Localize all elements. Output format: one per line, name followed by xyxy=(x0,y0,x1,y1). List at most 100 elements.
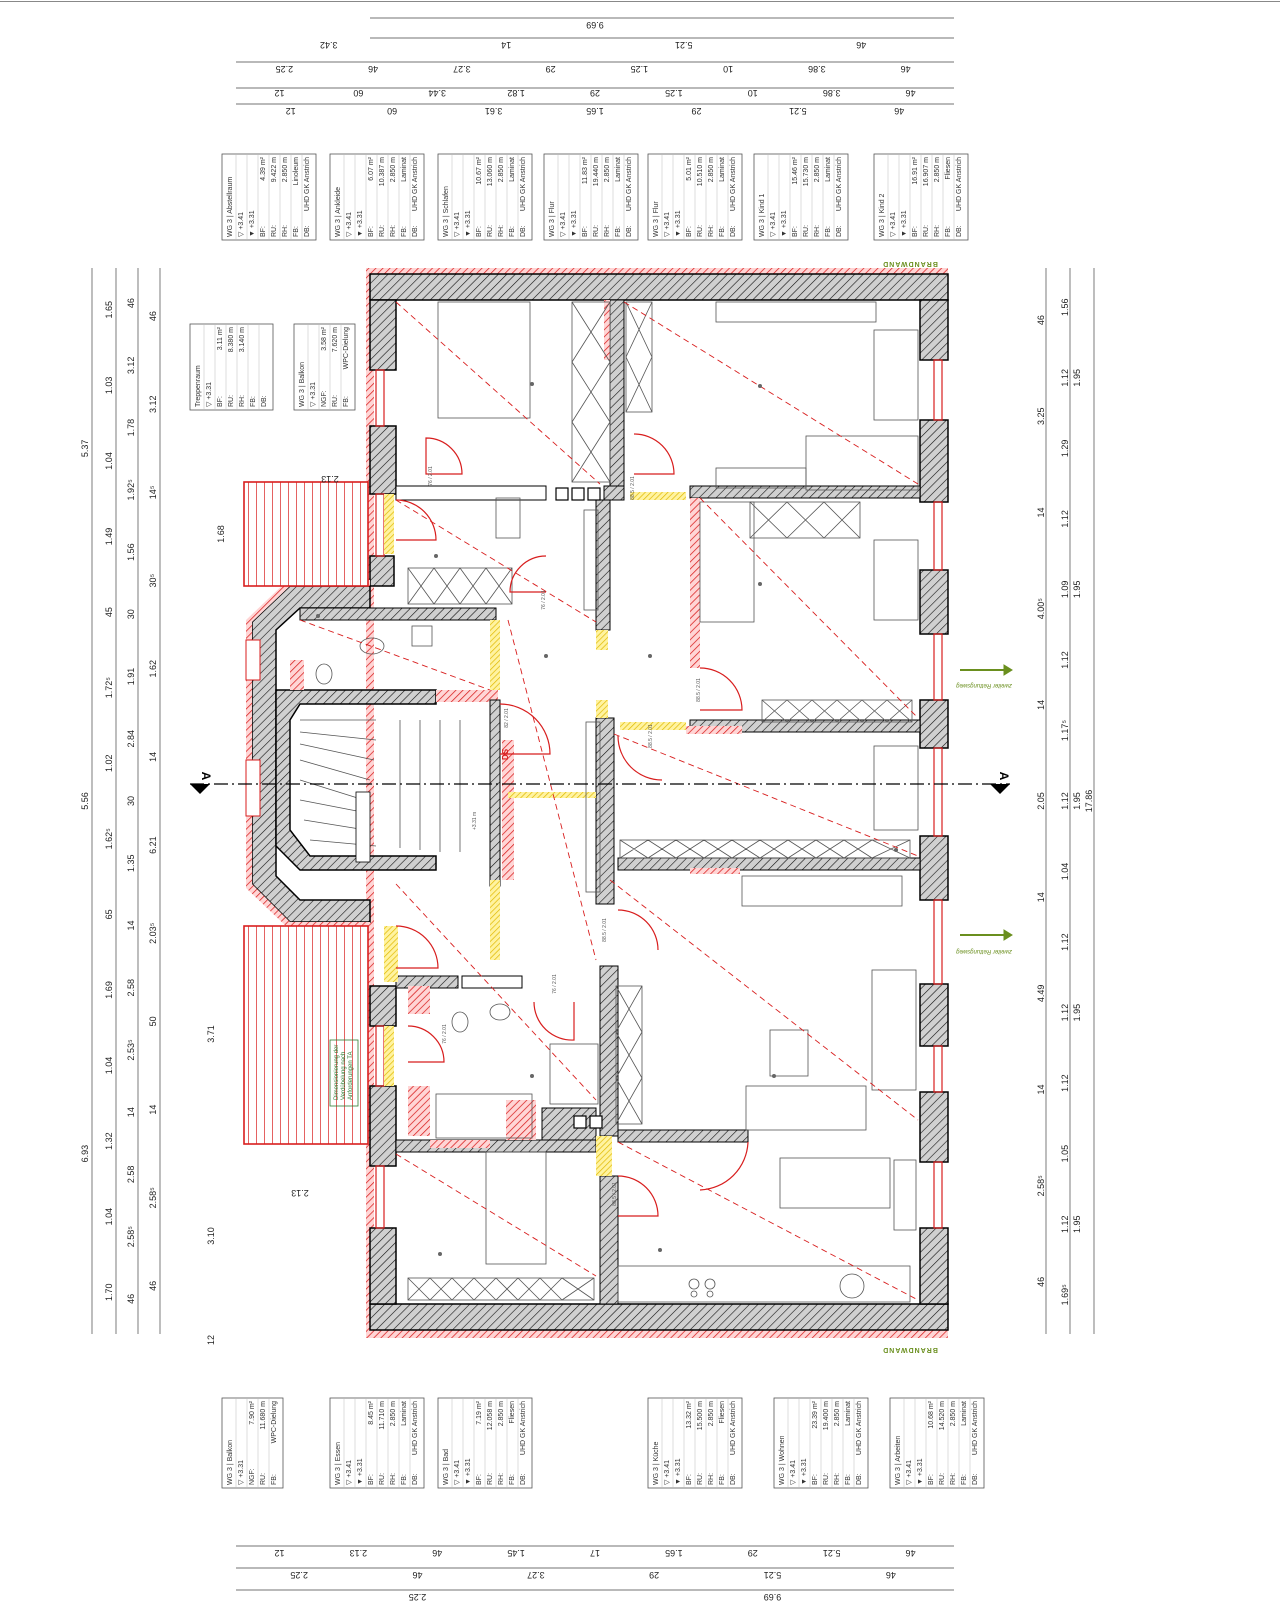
room-stamp-value: Laminat xyxy=(825,157,832,182)
room-stamp-field: FB: xyxy=(719,226,726,237)
door-size-label: 76 / 2.01 xyxy=(442,1024,448,1044)
dim-top-label: 3.61 xyxy=(485,106,503,116)
dim-left-label: 5.37 xyxy=(80,440,90,458)
dim-left-label: 1.72⁵ xyxy=(104,677,114,699)
door-size-label: 88.5 / 2.01 xyxy=(612,1182,618,1206)
room-stamp-name: WG 3 | Abstellraum xyxy=(227,177,234,237)
room-stamp-field: ▼ +3.31 xyxy=(357,1458,364,1485)
room-stamp-field: BF: xyxy=(217,396,224,407)
room-stamp-value: 9.422 m xyxy=(271,157,278,182)
room-stamp-value: Fliesen xyxy=(509,1401,516,1424)
dim-left-label: 1.78 xyxy=(126,419,136,437)
dim-right-label: 3.25 xyxy=(1036,408,1046,426)
dim-top-label: 1.25 xyxy=(631,64,649,74)
dim-bottom-label: 46 xyxy=(886,1570,896,1580)
dim-left-label: 65 xyxy=(104,909,114,919)
room-stamp-field: DB: xyxy=(730,225,737,237)
dim-top-label: 46 xyxy=(906,88,916,98)
door-size-label: 88.5 / 2.01 xyxy=(602,918,608,942)
dim-right-label: 4.00⁵ xyxy=(1036,598,1046,620)
room-stamp-value: Laminat xyxy=(845,1401,852,1426)
dim-left-label: 2.84 xyxy=(126,730,136,748)
dim-left-label: 2.58⁵ xyxy=(148,1187,158,1209)
dim-left-label: 1.62 xyxy=(148,660,158,678)
dim-right-label: 14 xyxy=(1036,507,1046,517)
dim-top-label: 9.69 xyxy=(586,20,604,30)
door-size-label: 76 / 2.01 xyxy=(552,974,558,994)
dim-left-label: 1.70 xyxy=(104,1283,114,1301)
room-stamp-field: DB: xyxy=(836,225,843,237)
dim-bottom-label: 29 xyxy=(748,1548,758,1558)
room-stamp-value: 13.060 m xyxy=(487,157,494,186)
room-stamp-field: ▼ +3.31 xyxy=(249,210,256,237)
room-stamp-field: ▼ +3.31 xyxy=(465,210,472,237)
room-stamp-field: ▽ +3.31 xyxy=(238,1460,245,1485)
room-stamp-field: RU: xyxy=(803,225,810,237)
dim-top-label: 29 xyxy=(590,88,600,98)
room-stamp-field: RH: xyxy=(950,1473,957,1485)
room-stamp-field: BF: xyxy=(912,226,919,237)
room-stamp-field: FB: xyxy=(719,1474,726,1485)
dim-bottom-label: 46 xyxy=(432,1548,442,1558)
room-stamp-field: DB: xyxy=(520,1473,527,1485)
dim-right-label: 14 xyxy=(1036,700,1046,710)
room-stamp-name: WG 3 | Kind 2 xyxy=(879,193,886,237)
room-stamp-value: 16.907 m xyxy=(923,157,930,186)
room-stamp-value: UHD GK Anstrich xyxy=(520,157,527,211)
room-stamp-field: DB: xyxy=(626,225,633,237)
room-stamp-value: UHD GK Anstrich xyxy=(972,1401,979,1455)
room-center-dots xyxy=(316,382,898,1256)
room-stamp-field: ▽ +3.41 xyxy=(890,212,897,237)
room-stamp-field: RU: xyxy=(228,395,235,407)
room-stamp-field: RU: xyxy=(379,225,386,237)
dim-top-label: 5.21 xyxy=(675,40,693,50)
room-stamp-field: RH: xyxy=(498,225,505,237)
dim-top-label: 3.27 xyxy=(453,64,471,74)
dim-left-label: 46 xyxy=(148,311,158,321)
room-stamp-field: RH: xyxy=(814,225,821,237)
room-stamp-field: BF: xyxy=(476,226,483,237)
room-stamp-value: 19.400 m xyxy=(823,1401,830,1430)
room-stamp-field: BF: xyxy=(582,226,589,237)
room-stamp-field: DB: xyxy=(412,1473,419,1485)
room-stamp-field: ▼ +3.31 xyxy=(675,210,682,237)
room-stamp-value: UHD GK Anstrich xyxy=(626,157,633,211)
room-stamp-field: RH: xyxy=(239,395,246,407)
dim-bottom-label: 5.21 xyxy=(823,1548,841,1558)
room-stamp-field: RU: xyxy=(487,1473,494,1485)
dim-bottom-label: 1.65 xyxy=(665,1548,683,1558)
room-stamp-field: RH: xyxy=(834,1473,841,1485)
dim-bottom-label: 5.21 xyxy=(764,1570,782,1580)
room-stamp-field: FB: xyxy=(271,1474,278,1485)
dims-left: 5.375.566.931.651.031.041.49451.72⁵1.021… xyxy=(80,298,158,1304)
room-stamp-field: RH: xyxy=(390,225,397,237)
dim-top-label: 46 xyxy=(368,64,378,74)
room-stamp-value: 7.19 m² xyxy=(476,1400,483,1424)
dim-bottom-label: 2.13 xyxy=(350,1548,368,1558)
dim-right-label: 1.95 xyxy=(1072,581,1082,599)
dim-top-label: 1.25 xyxy=(665,88,683,98)
room-stamp-field: DB: xyxy=(412,225,419,237)
door-size-label: 88.5 / 2.01 xyxy=(630,476,636,500)
room-stamp-field: FB: xyxy=(293,226,300,237)
room-stamp-field: RU: xyxy=(697,1473,704,1485)
dim-right-label: 4.49 xyxy=(1036,985,1046,1003)
room-stamp-value: Linoleum xyxy=(293,157,300,186)
room-stamp-field: ▼ +3.31 xyxy=(781,210,788,237)
section-label-left: A xyxy=(199,772,213,781)
room-stamp-field: FB: xyxy=(401,1474,408,1485)
door-size-label: 76 / 2.01 xyxy=(541,590,547,610)
room-stamp-value: 23.39 m² xyxy=(812,1400,819,1428)
dim-left-label: 3.12 xyxy=(126,357,136,375)
escape-route-label-1: zweiter Rettungsweg xyxy=(955,682,1012,688)
room-stamp-field: FB: xyxy=(615,226,622,237)
room-stamp-value: 16.91 m² xyxy=(912,156,919,184)
room-stamp-field: ▽ +3.41 xyxy=(238,212,245,237)
dim-top-label: 29 xyxy=(546,64,556,74)
brandwand-bottom-label: BRANDWAND xyxy=(882,1346,938,1353)
dim-left-label: 1.62⁵ xyxy=(104,828,114,850)
dim-right-label: 1.95 xyxy=(1072,369,1082,387)
dim-bottom-label: 29 xyxy=(649,1570,659,1580)
